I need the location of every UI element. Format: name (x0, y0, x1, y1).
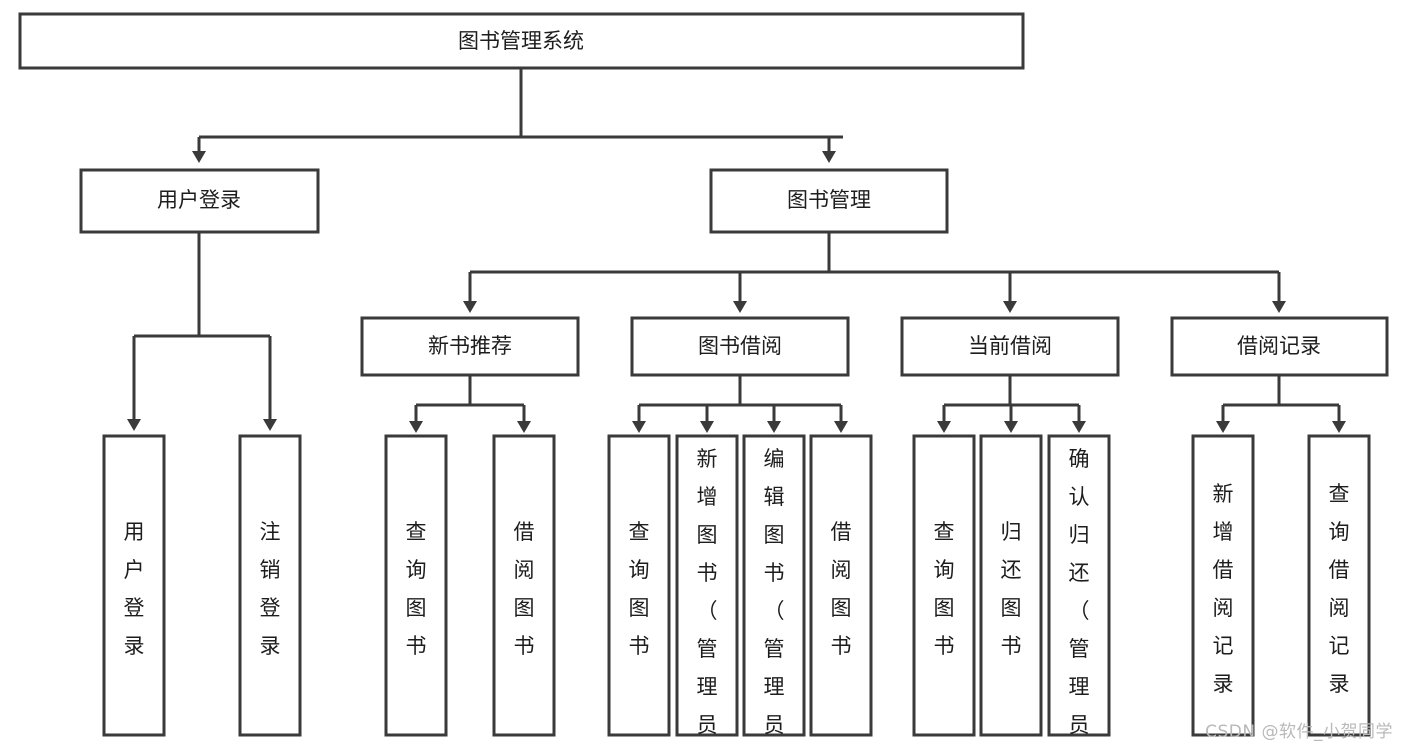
node-new-book-recommend[interactable]: 新书推荐 (360, 316, 580, 377)
node-current-borrow[interactable]: 当前借阅 (900, 316, 1120, 377)
leaf-book-borrow-0-label: 查询图书 (629, 520, 650, 658)
leaf-book-borrow-3-label: 借阅图书 (831, 520, 852, 658)
connector-current-borrow-to-leaves (937, 375, 1086, 433)
leaf-current-borrow-2[interactable]: 确认归还（管理员） (1047, 434, 1111, 747)
connector-book-manage-to-level3 (463, 232, 1286, 313)
leaf-book-borrow-2[interactable]: 编辑图书（管理员） (742, 434, 806, 747)
node-root-label: 图书管理系统 (458, 29, 584, 53)
node-user-login[interactable]: 用户登录 (79, 168, 320, 234)
node-new-book-recommend-label: 新书推荐 (428, 334, 512, 358)
leaf-new-book-1-label: 借阅图书 (514, 520, 535, 658)
connector-new-book-to-leaves (409, 375, 531, 433)
leaf-book-borrow-2-label: 编辑图书（管理员） (764, 447, 785, 747)
leaf-borrow-record-0-label: 新增借阅记录 (1213, 482, 1234, 696)
node-borrow-record-label: 借阅记录 (1237, 334, 1321, 358)
leaf-book-borrow-0[interactable]: 查询图书 (607, 434, 671, 737)
leaf-current-borrow-2-label: 确认归还（管理员） (1069, 447, 1090, 747)
connector-borrow-record-to-leaves (1216, 375, 1346, 433)
leaf-book-borrow-3[interactable]: 借阅图书 (809, 434, 873, 737)
leaf-borrow-record-0[interactable]: 新增借阅记录 (1191, 434, 1255, 737)
leaf-borrow-record-1[interactable]: 查询借阅记录 (1307, 434, 1371, 737)
leaf-new-book-0[interactable]: 查询图书 (384, 434, 448, 737)
leaf-current-borrow-0[interactable]: 查询图书 (912, 434, 976, 737)
csdn-watermark: CSDN @软件_小贺同学 (1205, 722, 1393, 742)
leaf-user-login-0-label: 用户登录 (124, 520, 145, 658)
leaf-user-login-1[interactable]: 注销登录 (238, 434, 302, 737)
connector-user-login-to-leaves (127, 232, 277, 431)
leaf-book-borrow-1-label: 新增图书（管理员） (697, 447, 718, 747)
node-user-login-label: 用户登录 (157, 188, 241, 212)
leaf-user-login-1-label: 注销登录 (260, 520, 281, 658)
leaf-book-borrow-1[interactable]: 新增图书（管理员） (675, 434, 739, 747)
leaf-current-borrow-1-label: 归还图书 (1001, 520, 1022, 658)
node-book-manage-label: 图书管理 (787, 188, 871, 212)
node-root[interactable]: 图书管理系统 (18, 12, 1025, 70)
leaf-new-book-0-label: 查询图书 (406, 520, 427, 658)
node-book-manage[interactable]: 图书管理 (709, 168, 949, 234)
node-book-borrow-label: 图书借阅 (698, 334, 782, 358)
node-book-borrow[interactable]: 图书借阅 (630, 316, 850, 377)
connector-book-borrow-to-leaves (632, 375, 848, 433)
leaf-new-book-1[interactable]: 借阅图书 (492, 434, 556, 737)
leaf-borrow-record-1-label: 查询借阅记录 (1329, 482, 1350, 696)
leaf-current-borrow-1[interactable]: 归还图书 (979, 434, 1043, 737)
node-current-borrow-label: 当前借阅 (968, 334, 1052, 358)
leaf-user-login-0[interactable]: 用户登录 (102, 434, 166, 737)
leaf-current-borrow-0-label: 查询图书 (934, 520, 955, 658)
node-borrow-record[interactable]: 借阅记录 (1170, 316, 1389, 377)
connector-root-to-level2 (192, 68, 843, 163)
